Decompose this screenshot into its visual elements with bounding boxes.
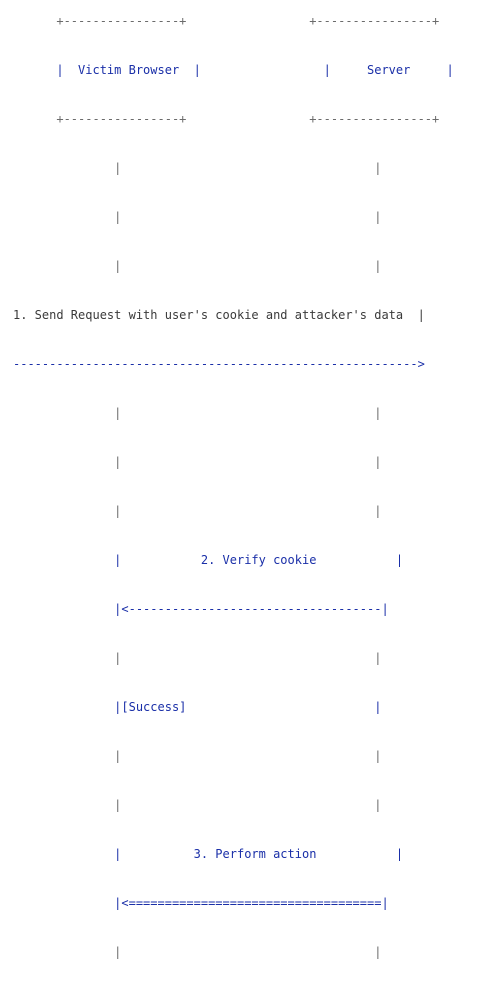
lifeline-row: | | [13,651,382,665]
lifeline-row: | | [13,798,382,812]
message-1-label: 1. Send Request with user's cookie and a… [13,308,425,322]
message-1-arrow: ----------------------------------------… [13,357,425,371]
message-2-arrow: |<-----------------------------------| [13,602,389,616]
lifeline-row: | | [13,749,382,763]
lifeline-row: | | [13,210,382,224]
lifeline-row: | | [13,945,382,959]
success-note: |[Success] | [13,700,382,714]
ascii-sequence-diagram: +----------------+ +----------------+ | … [13,9,454,989]
lifeline-row: | | [13,259,382,273]
lifeline-row: | | [13,406,382,420]
actor-labels-row: | Victim Browser | | Server | [13,63,454,77]
lifeline-row: | | [13,504,382,518]
actor-box-bottom-border: +----------------+ +----------------+ [13,112,440,126]
message-3-arrow: |<===================================| [13,896,389,910]
lifeline-row: | | [13,455,382,469]
message-3-label: | 3. Perform action | [13,847,404,861]
actor-box-top-border: +----------------+ +----------------+ [13,14,440,28]
message-2-label: | 2. Verify cookie | [13,553,404,567]
lifeline-row: | | [13,161,382,175]
